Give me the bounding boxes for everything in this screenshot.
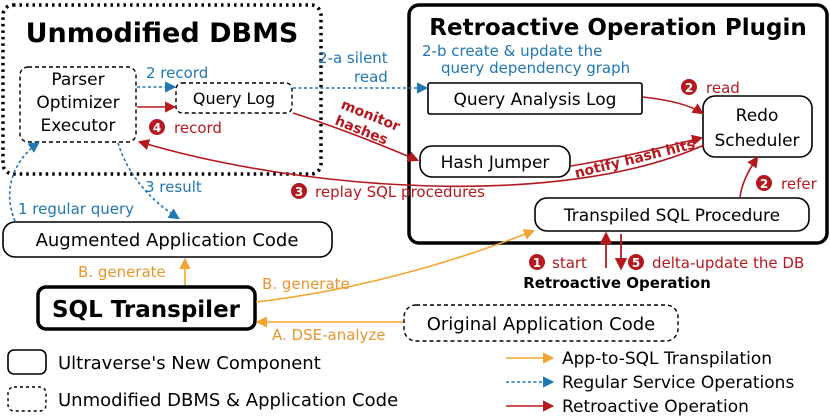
label-create-update-2: query dependency graph [441,59,630,77]
label-generate-left: B. generate [78,263,166,281]
executor-label: Executor [41,116,116,136]
plugin-title: Retroactive Operation Plugin [429,15,806,41]
legend-regular-label: Regular Service Operations [562,373,794,393]
retroactive-operation-label: Retroactive Operation [523,274,711,292]
legend-transpilation-label: App-to-SQL Transpilation [562,349,772,369]
label-read: read [706,79,740,97]
parser-label: Parser [51,70,104,90]
query-analysis-log-box [427,82,643,115]
step-1-number: 1 [533,256,541,270]
sql-transpiler-label: SQL Transpiler [52,297,241,323]
step-2-number-refer: 2 [760,177,768,191]
legend-new-component-swatch [7,349,47,375]
legend-unmodified-label: Unmodified DBMS & Application Code [58,390,398,411]
step-2-badge-read [681,79,697,95]
label-create-update-1: 2-b create & update the [422,42,602,60]
redo-scheduler-label-1: Redo [736,106,779,126]
transpiled-sql-label: Transpiled SQL Procedure [563,206,780,226]
label-regular-query: 1 regular query [18,200,134,218]
query-analysis-log-label: Query Analysis Log [454,90,617,110]
original-app-box [403,304,679,342]
arrow-regular-query [8,141,40,222]
label-refer: refer [781,175,818,193]
arrow-refer [739,156,759,198]
parser-optimizer-executor-box [19,66,137,143]
plugin-box [407,3,829,245]
label-delta-update: delta-update the DB [652,254,804,272]
query-log-label: Query Log [193,89,275,108]
arrow-notify [570,134,704,167]
label-replay: replay SQL procedures [315,183,485,201]
label-silent-read-1: 2-a silent [318,49,388,67]
step-4-number: 4 [153,121,161,135]
arrow-generate-right [255,229,536,303]
transpiled-sql-box [534,197,810,232]
redo-scheduler-label-2: Scheduler [714,131,799,151]
legend-unmodified-swatch [7,386,47,412]
arrow-monitor-hashes [292,112,420,162]
label-generate-right: B. generate [262,275,350,293]
step-5-number: 5 [632,256,640,270]
arrow-read [642,96,704,115]
step-2-badge-refer [756,175,772,191]
original-app-label: Original Application Code [427,314,656,335]
arrow-replay [137,139,705,188]
label-start: start [552,254,587,272]
label-record-4: record [174,119,222,137]
augmented-app-label: Augmented Application Code [36,230,299,251]
query-log-box [175,82,293,114]
optimizer-label: Optimizer [36,93,119,113]
unmodified-dbms-title: Unmodified DBMS [26,18,299,49]
label-result: 3 result [145,178,202,196]
label-record-2: 2 record [146,64,208,82]
hash-jumper-label: Hash Jumper [441,153,550,173]
step-5-badge [628,254,644,270]
step-4-badge [149,119,165,135]
augmented-app-box [2,221,333,258]
step-3-number: 3 [295,185,303,199]
hash-jumper-box [419,145,571,178]
label-dse-analyze: A. DSE-analyze [272,326,386,344]
step-2-number-read: 2 [685,81,693,95]
step-1-badge [529,254,545,270]
legend-retroactive-label: Retroactive Operation [562,397,749,417]
sql-transpiler-box [36,285,257,331]
step-3-badge [291,183,307,199]
legend-new-component-label: Ultraverse's New Component [58,353,321,374]
label-silent-read-2: read [354,68,388,86]
